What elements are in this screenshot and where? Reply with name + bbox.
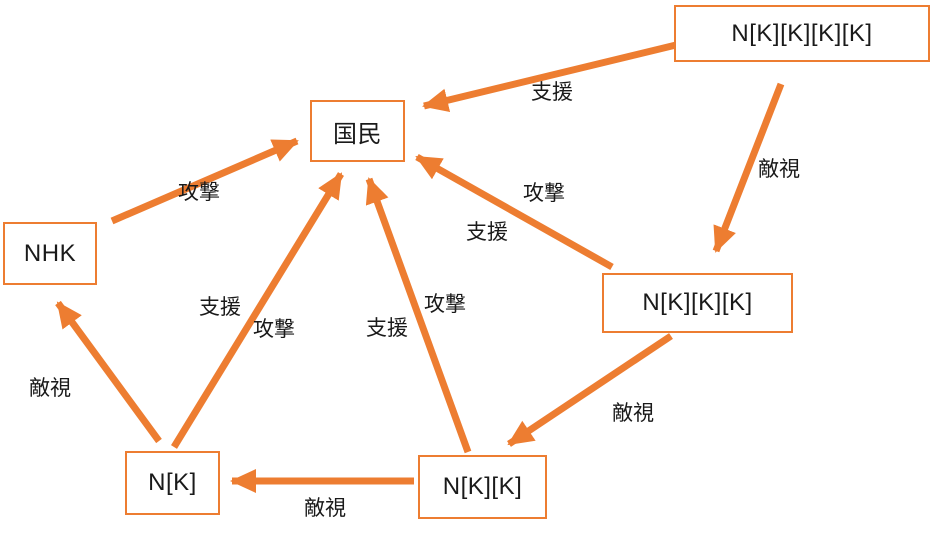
edge-label-tekishi-nkkk-nkk: 敵視 xyxy=(612,402,654,425)
node-nhk: NHK xyxy=(3,222,97,285)
edge-nhk-kokumin xyxy=(110,137,299,225)
edge-label-kougeki-nhk-kokumin: 攻撃 xyxy=(178,181,220,204)
node-nkk-label: N[K][K] xyxy=(442,473,523,500)
node-nkk: N[K][K] xyxy=(418,455,547,519)
node-nkkkk: N[K][K][K][K] xyxy=(674,5,930,62)
edge-nkkkk-kokumin xyxy=(422,41,677,113)
node-nkkk: N[K][K][K] xyxy=(602,273,793,333)
edge-label-kougeki-nk-kokumin: 攻撃 xyxy=(253,318,295,341)
edge-nkkk-nkk xyxy=(507,333,673,447)
edge-label-kougeki-nkkk-kokumin: 攻撃 xyxy=(523,182,565,205)
node-nkkkk-label: N[K][K][K][K] xyxy=(731,19,873,47)
node-kokumin: 国民 xyxy=(310,100,405,162)
node-nkkk-label: N[K][K][K] xyxy=(642,289,753,316)
edge-label-tekishi-nk-nhk: 敵視 xyxy=(29,377,71,400)
node-nk: N[K] xyxy=(125,451,220,515)
node-nk-label: N[K] xyxy=(148,469,197,496)
edge-label-shien-nkkk-kokumin: 支援 xyxy=(466,221,508,244)
node-kokumin-label: 国民 xyxy=(333,120,382,148)
node-nhk-label: NHK xyxy=(23,239,77,267)
edge-label-kougeki-nkk-kokumin: 攻撃 xyxy=(424,293,466,316)
edge-nkk-kokumin xyxy=(365,177,472,454)
edge-label-tekishi-nkk-nk: 敵視 xyxy=(304,497,346,520)
edge-nk-nhk xyxy=(55,300,162,444)
edge-nk-kokumin xyxy=(171,172,344,449)
edge-nkkkk-nkkk xyxy=(712,82,785,253)
edge-label-tekishi-nkkkk-nkkk: 敵視 xyxy=(758,158,800,181)
edge-label-shien-nkkkk-kokumin: 支援 xyxy=(531,81,573,104)
edge-label-shien-nk-kokumin: 支援 xyxy=(199,296,241,319)
edge-label-shien-nkk-kokumin: 支援 xyxy=(366,317,408,340)
edge-nkkk-kokumin xyxy=(415,153,614,271)
